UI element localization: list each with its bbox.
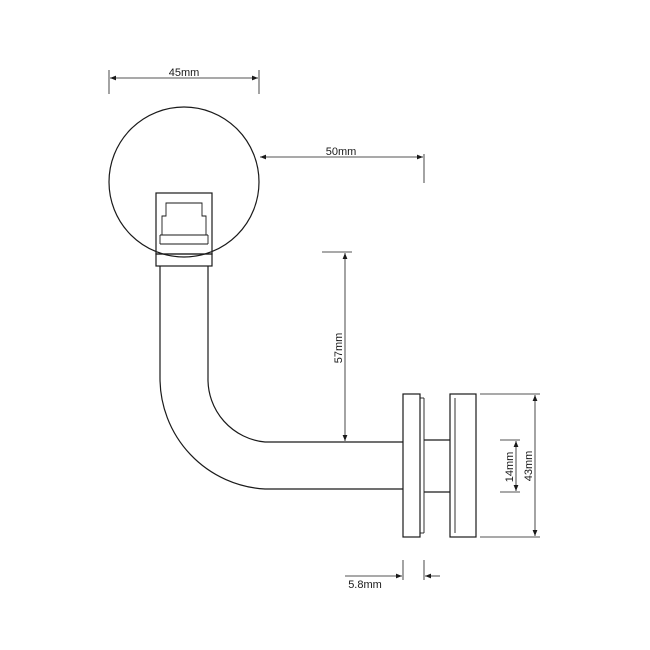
dimension-45mm: 45mm [108, 67, 260, 94]
dimension-57mm: 57mm [322, 251, 352, 441]
handrail-circle [108, 106, 260, 258]
dimension-label-57mm: 57mm [333, 333, 345, 364]
bracket-arm [159, 266, 403, 490]
dimension-5-8mm: 5.8mm [345, 560, 440, 591]
dimension-label-45mm: 45mm [169, 67, 200, 79]
dimension-label-14mm: 14mm [504, 452, 516, 483]
dimension-43mm: 43mm [480, 393, 540, 538]
dimension-label-50mm: 50mm [326, 146, 357, 158]
dimension-label-5-8mm: 5.8mm [348, 579, 382, 591]
dimension-14mm: 14mm [500, 439, 520, 493]
wall-plate [402, 393, 477, 538]
dimension-50mm: 50mm [260, 146, 425, 183]
dimension-label-43mm: 43mm [523, 451, 535, 482]
rail-saddle [155, 192, 213, 267]
